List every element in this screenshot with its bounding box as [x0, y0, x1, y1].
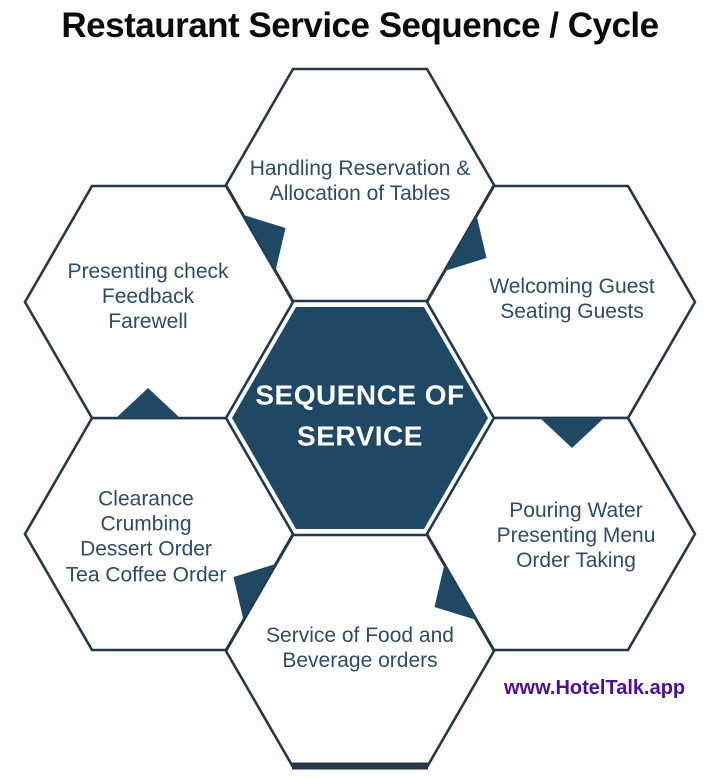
flow-arrow-topleft-to-top — [243, 215, 286, 271]
label-line: Handling Reservation & — [249, 156, 471, 180]
flow-arrow-topright-to-bottomright — [540, 418, 604, 448]
center-label-line: SEQUENCE OF — [255, 379, 465, 411]
label-line: Allocation of Tables — [269, 182, 451, 205]
label-line: Welcoming Guest — [489, 274, 655, 298]
watermark-hoteltalk: www.HotelTalk.app — [504, 677, 686, 699]
label-line: Order Taking — [516, 549, 636, 573]
flow-arrow-bottomleft-to-topleft — [116, 388, 180, 418]
page-title: Restaurant Service Sequence / Cycle — [61, 6, 659, 45]
label-line: Seating Guests — [500, 300, 644, 323]
step-label-pouring-water: Pouring Water Presenting Menu Order Taki… — [451, 498, 701, 574]
flow-arrow-bottomright-to-bottom — [434, 564, 477, 620]
label-line: Clearance — [98, 487, 194, 511]
step-label-handling-reservation: Handling Reservation & Allocation of Tab… — [235, 156, 485, 206]
step-label-clearance: Clearance Crumbing Dessert Order Tea Cof… — [21, 487, 271, 588]
center-label-sequence-of-service: SEQUENCE OF SERVICE — [235, 375, 485, 456]
step-label-service-of-food: Service of Food and Beverage orders — [235, 623, 485, 673]
label-line: Farewell — [108, 310, 188, 334]
label-line: Dessert Order — [80, 538, 212, 561]
step-label-welcoming-guest: Welcoming Guest Seating Guests — [447, 274, 697, 324]
label-line: Presenting check — [67, 260, 229, 284]
label-line: Tea Coffee Order — [65, 563, 227, 587]
label-line: Beverage orders — [282, 649, 438, 672]
flow-arrow-top-to-topright — [444, 215, 487, 271]
label-line: Presenting Menu — [496, 524, 656, 548]
hexagon-center — [232, 307, 488, 529]
hexagon-top-left — [23, 184, 295, 420]
label-line: Crumbing — [100, 512, 192, 536]
center-label-line: SERVICE — [297, 420, 423, 451]
flow-arrow-bottom-to-bottomleft — [233, 564, 276, 620]
step-label-presenting-check: Presenting check Feedback Farewell — [23, 259, 273, 335]
label-line: Service of Food and — [266, 623, 454, 647]
label-line: Pouring Water — [509, 499, 643, 523]
label-line: Feedback — [101, 285, 195, 309]
